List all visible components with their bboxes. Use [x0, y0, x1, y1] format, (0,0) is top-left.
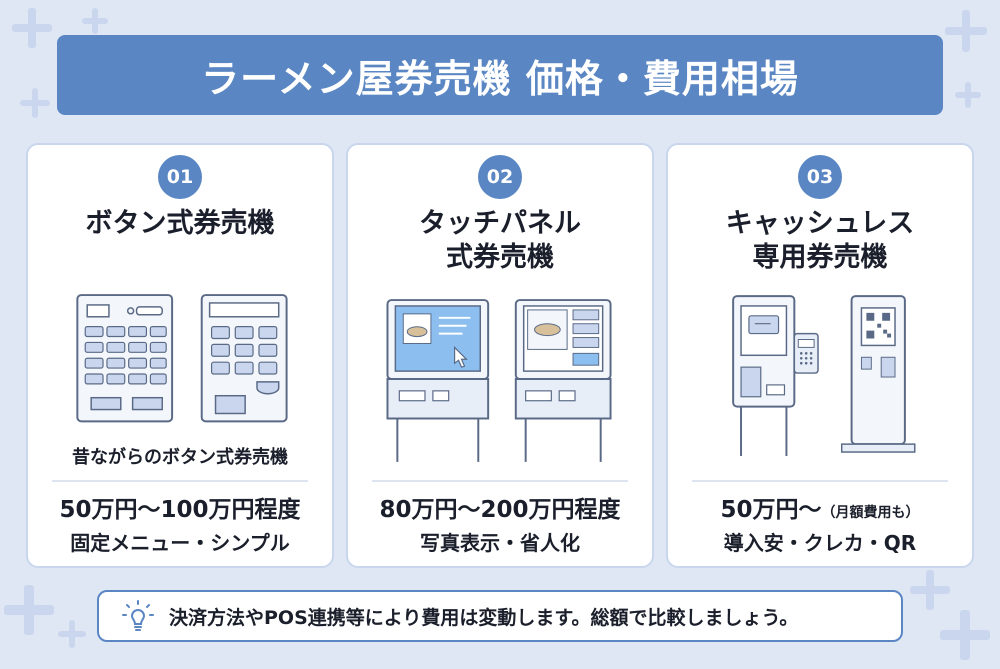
note-bar: 決済方法やPOS連携等により費用は変動します。総額で比較しましょう。: [97, 590, 903, 642]
card-button-type: 01 ボタン式券売機 昔ながらのボタン式券売機 50万円〜100万円程度 固定メ…: [26, 143, 334, 568]
price-range: 50万円〜（月額費用も）: [668, 490, 972, 524]
decorative-cross: [945, 10, 987, 52]
page-title: ラーメン屋券売機 価格・費用相場: [57, 35, 943, 115]
number-badge: 02: [478, 155, 522, 199]
card-caption: 昔ながらのボタン式券売機: [72, 447, 288, 468]
card-title-line: キャッシュレス: [725, 208, 915, 239]
decorative-cross: [955, 82, 981, 108]
card-title: ボタン式券売機: [28, 207, 332, 241]
price-main: 50万円〜: [720, 497, 822, 523]
button-ticket-machine-icon: [76, 294, 288, 423]
price-range: 50万円〜100万円程度: [59, 497, 301, 523]
divider: [372, 480, 628, 482]
card-title: キャッシュレス 専用券売機: [668, 207, 972, 275]
card-title-line: ボタン式券売機: [85, 208, 275, 239]
decorative-cross: [58, 620, 86, 648]
divider: [52, 480, 308, 482]
card-cashless: 03 キャッシュレス 専用券売機 50万円〜（月額費用も） 導入安・クレカ・QR: [666, 143, 974, 568]
decorative-cross: [910, 570, 950, 610]
number-badge: 01: [158, 155, 202, 199]
feature-text: 導入安・クレカ・QR: [723, 531, 917, 555]
feature-text: 写真表示・省人化: [420, 531, 580, 555]
decorative-cross: [82, 8, 108, 34]
card-title-line: タッチパネル: [419, 208, 581, 239]
decorative-cross: [4, 585, 54, 635]
touch-panel-ticket-machine-icon: [386, 299, 612, 462]
decorative-cross: [940, 610, 990, 660]
price-range: 80万円〜200万円程度: [379, 497, 621, 523]
card-title: タッチパネル 式券売機: [348, 207, 652, 275]
lightbulb-icon: [122, 600, 154, 631]
number-badge: 03: [798, 155, 842, 199]
card-title-line: 専用券売機: [752, 242, 888, 273]
feature-text: 固定メニュー・シンプル: [70, 531, 290, 555]
decorative-cross: [20, 88, 50, 118]
note-text: 決済方法やPOS連携等により費用は変動します。総額で比較しましょう。: [169, 606, 799, 629]
price-note: （月額費用も）: [821, 505, 920, 521]
decorative-cross: [12, 8, 52, 48]
card-title-line: 式券売機: [446, 242, 554, 273]
cashless-ticket-machine-icon: [732, 295, 916, 456]
divider: [692, 480, 948, 482]
card-touch-panel: 02 タッチパネル 式券売機 80万円〜200万円程度 写真表示・: [346, 143, 654, 568]
